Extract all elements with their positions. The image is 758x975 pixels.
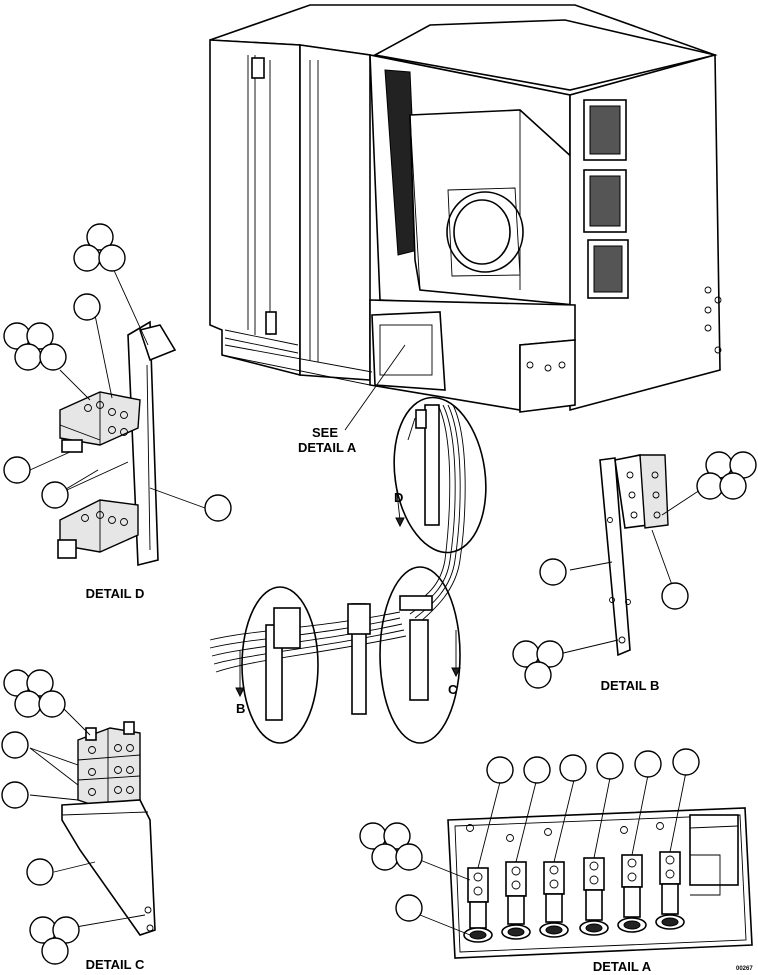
see-detail-a-callout: SEE DETAIL A <box>298 344 406 455</box>
terminal-post-6-icon <box>655 851 685 930</box>
view-b-boundary <box>241 586 319 744</box>
detail-a-reference: DETAIL A <box>298 440 357 455</box>
detail-a-caption: DETAIL A <box>593 959 652 974</box>
detail-c: DETAIL C <box>1 669 156 972</box>
detail-b-caption: DETAIL B <box>601 678 660 693</box>
terminal-post-4-icon <box>579 857 609 936</box>
view-d-boundary <box>393 396 487 554</box>
see-label: SEE <box>312 425 338 440</box>
view-b-label: B <box>236 701 245 716</box>
figure-code: 00267 <box>736 966 753 972</box>
detail-d: DETAIL D <box>3 223 232 601</box>
vent-grille-bottom-icon <box>587 239 629 299</box>
detail-d-caption: DETAIL D <box>86 586 145 601</box>
terminal-post-5-icon <box>617 854 647 933</box>
terminal-post-2-icon <box>501 861 531 940</box>
cable-harness: D B C <box>209 396 487 744</box>
detail-c-caption: DETAIL C <box>86 957 145 972</box>
detail-a: DETAIL A 00267 <box>359 748 753 974</box>
vent-grille-middle-icon <box>583 169 627 233</box>
detail-b: DETAIL B <box>512 451 757 693</box>
view-d-label: D <box>394 490 403 505</box>
vent-grille-top-icon <box>583 99 627 161</box>
main-unit-assembly <box>209 4 722 413</box>
view-c-boundary <box>379 566 461 744</box>
view-c-label: C <box>448 682 458 697</box>
